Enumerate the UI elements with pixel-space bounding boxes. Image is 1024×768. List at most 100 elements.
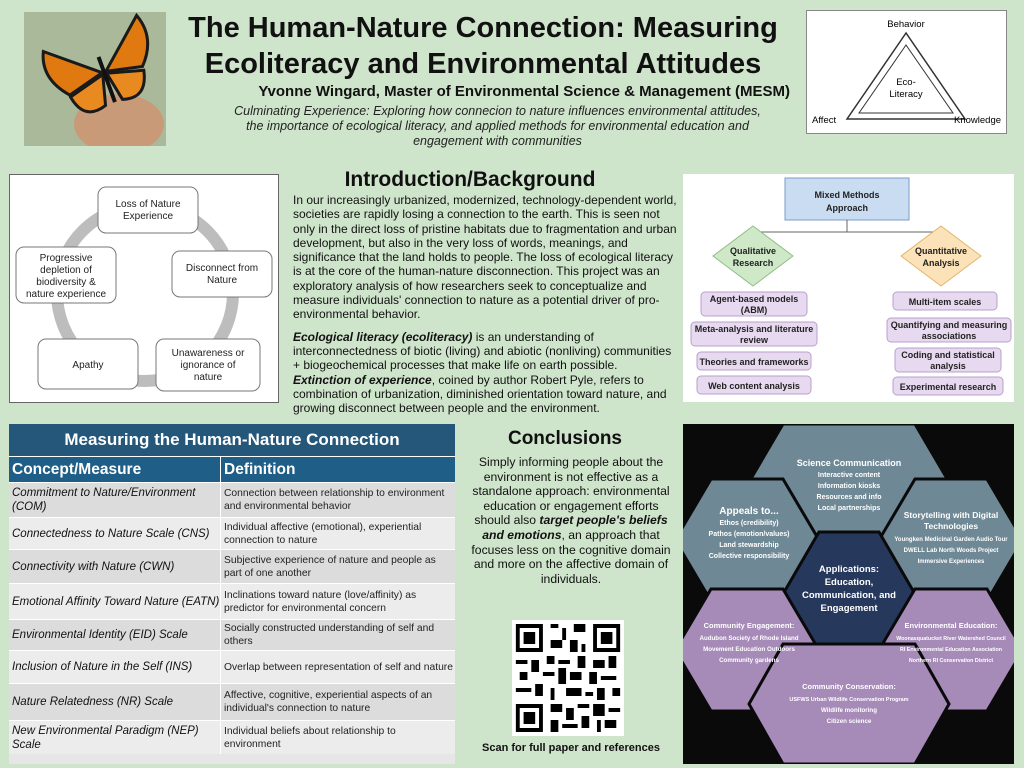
ecoliteracy-triangle-diagram: Behavior Affect Knowledge Eco- Literacy [806, 10, 1007, 134]
qr-caption: Scan for full paper and references [482, 742, 660, 754]
svg-text:Youngken Medicinal Garden Audi: Youngken Medicinal Garden Audio Tour [894, 537, 1008, 543]
table-row: Commitment to Nature/Environment (COM)Co… [9, 482, 455, 517]
svg-text:Northern RI Conservation Distr: Northern RI Conservation District [909, 658, 993, 664]
svg-text:analysis: analysis [930, 361, 966, 371]
svg-text:Theories and frameworks: Theories and frameworks [699, 357, 808, 367]
cycle-node-depletion: Progressive [40, 253, 93, 264]
svg-text:Experience: Experience [123, 211, 173, 222]
author-line: Yvonne Wingard, Master of Environmental … [258, 83, 790, 100]
methods-title: Mixed Methods [814, 190, 879, 200]
svg-text:Technologies: Technologies [924, 521, 978, 531]
table-row: Connectedness to Nature Scale (CNS)Indiv… [9, 517, 455, 549]
svg-text:Approach: Approach [826, 203, 868, 213]
measures-table-title: Measuring the Human-Nature Connection [9, 424, 455, 456]
svg-text:Science Communication: Science Communication [797, 458, 902, 468]
qr-code-icon [512, 620, 624, 736]
column-header-concept: Concept/Measure [12, 461, 142, 478]
intro-heading: Introduction/Background [344, 168, 596, 191]
svg-text:Agent-based models: Agent-based models [710, 294, 799, 304]
term-ecoliteracy: Ecological literacy (ecoliteracy) [293, 329, 473, 344]
svg-text:Appeals to...: Appeals to... [719, 506, 779, 517]
svg-text:Nature: Nature [207, 275, 237, 286]
cycle-node-disconnect: Disconnect from [186, 263, 258, 274]
triangle-label-knowledge: Knowledge [954, 115, 1001, 126]
svg-text:Local partnerships: Local partnerships [818, 505, 881, 512]
column-header-definition: Definition [220, 457, 455, 482]
svg-text:Citizen science: Citizen science [827, 718, 872, 725]
svg-text:Collective responsibility: Collective responsibility [709, 553, 790, 560]
svg-text:depletion of: depletion of [40, 265, 92, 276]
measures-table-header: Concept/Measure Definition [9, 456, 455, 482]
svg-text:Coding and statistical: Coding and statistical [901, 350, 995, 360]
table-row: Connectivity with Nature (CWN)Subjective… [9, 549, 455, 583]
triangle-center-line1: Eco- [896, 77, 916, 88]
extinction-cycle-diagram: Loss of Nature Experience Disconnect fro… [9, 174, 279, 403]
measures-table: Measuring the Human-Nature Connection Co… [9, 424, 455, 764]
mixed-methods-diagram: Mixed Methods Approach Qualitative Resea… [683, 174, 1014, 402]
quantitative-analysis: Quantitative [915, 246, 967, 256]
term-extinction-of-experience: Extinction of experience [293, 372, 432, 387]
cycle-node-apathy: Apathy [72, 360, 103, 371]
table-row: Inclusion of Nature in the Self (INS)Ove… [9, 650, 455, 683]
svg-text:Experimental research: Experimental research [900, 382, 997, 392]
conclusions-emphasis: target people's beliefs and emotions [482, 513, 668, 542]
svg-text:biodiversity &: biodiversity & [36, 277, 96, 288]
intro-paragraph-2: Ecological literacy (ecoliteracy) is an … [293, 329, 672, 416]
qualitative-research: Qualitative [730, 246, 776, 256]
svg-text:Quantifying and measuring: Quantifying and measuring [891, 320, 1008, 330]
svg-text:Information kiosks: Information kiosks [818, 483, 880, 490]
svg-text:Woonasquatucket River Watershe: Woonasquatucket River Watershed Council [896, 636, 1006, 642]
svg-text:associations: associations [922, 331, 977, 341]
intro-body: In our increasingly urbanized, modernize… [293, 193, 677, 423]
svg-text:Community gardens: Community gardens [719, 657, 779, 664]
butterfly-icon [24, 12, 166, 146]
svg-text:RI Environmental Education Ass: RI Environmental Education Association [900, 647, 1002, 653]
svg-text:review: review [740, 335, 769, 345]
applications-hex-diagram: Science Communication Interactive conten… [673, 422, 1024, 766]
triangle-label-behavior: Behavior [887, 19, 925, 30]
applications-center-line1: Applications: [819, 564, 879, 575]
poster-title: The Human-Nature Connection: Measuring E… [188, 12, 778, 80]
svg-text:Community Conservation:: Community Conservation: [802, 682, 896, 691]
svg-text:Audubon Society of Rhode Islan: Audubon Society of Rhode Island [700, 635, 799, 642]
triangle-center-line2: Literacy [889, 89, 923, 100]
svg-text:Education,: Education, [825, 577, 874, 588]
monarch-butterfly-photo [24, 12, 166, 146]
svg-text:Communication, and: Communication, and [802, 590, 896, 601]
svg-text:Analysis: Analysis [922, 258, 959, 268]
svg-text:Pathos (emotion/values): Pathos (emotion/values) [709, 531, 790, 538]
svg-text:Movement Education Outdoors: Movement Education Outdoors [703, 646, 795, 653]
conclusions-heading: Conclusions [507, 428, 622, 449]
svg-text:nature experience: nature experience [26, 289, 106, 300]
svg-text:Ethos (credibility): Ethos (credibility) [719, 520, 778, 527]
svg-text:Interactive content: Interactive content [818, 472, 881, 479]
svg-text:nature: nature [194, 372, 223, 383]
cycle-node-unawareness: Unawareness or [172, 348, 245, 359]
qr-code[interactable] [512, 620, 624, 736]
poster-subtitle: Culminating Experience: Exploring how co… [234, 104, 761, 148]
svg-text:Research: Research [733, 258, 774, 268]
svg-text:Immersive Experiences: Immersive Experiences [918, 559, 985, 565]
svg-text:DWELL Lab North Woods Project: DWELL Lab North Woods Project [904, 548, 999, 554]
svg-text:Engagement: Engagement [820, 603, 878, 614]
svg-text:Resources and info: Resources and info [817, 494, 882, 501]
cycle-node-loss: Loss of Nature [115, 199, 180, 210]
svg-text:USFWS Urban Wildlife Conservat: USFWS Urban Wildlife Conservation Progra… [789, 697, 908, 703]
svg-text:Storytelling with Digital: Storytelling with Digital [904, 510, 998, 520]
svg-text:Community Engagement:: Community Engagement: [704, 621, 795, 630]
triangle-label-affect: Affect [812, 115, 836, 126]
svg-text:Web content analysis: Web content analysis [708, 381, 800, 391]
svg-text:Wildlife monitoring: Wildlife monitoring [821, 707, 877, 714]
intro-paragraph-1: In our increasingly urbanized, modernize… [293, 193, 677, 322]
svg-text:ignorance of: ignorance of [180, 360, 235, 371]
svg-text:Land stewardship: Land stewardship [719, 542, 779, 549]
svg-text:Environmental Education:: Environmental Education: [905, 621, 998, 630]
svg-text:Multi-item scales: Multi-item scales [909, 297, 982, 307]
conclusions-body: Simply informing people about the enviro… [471, 455, 671, 586]
svg-text:(ABM): (ABM) [741, 305, 768, 315]
table-row: Emotional Affinity Toward Nature (EATN)I… [9, 583, 455, 619]
svg-text:Meta-analysis and literature: Meta-analysis and literature [695, 324, 814, 334]
